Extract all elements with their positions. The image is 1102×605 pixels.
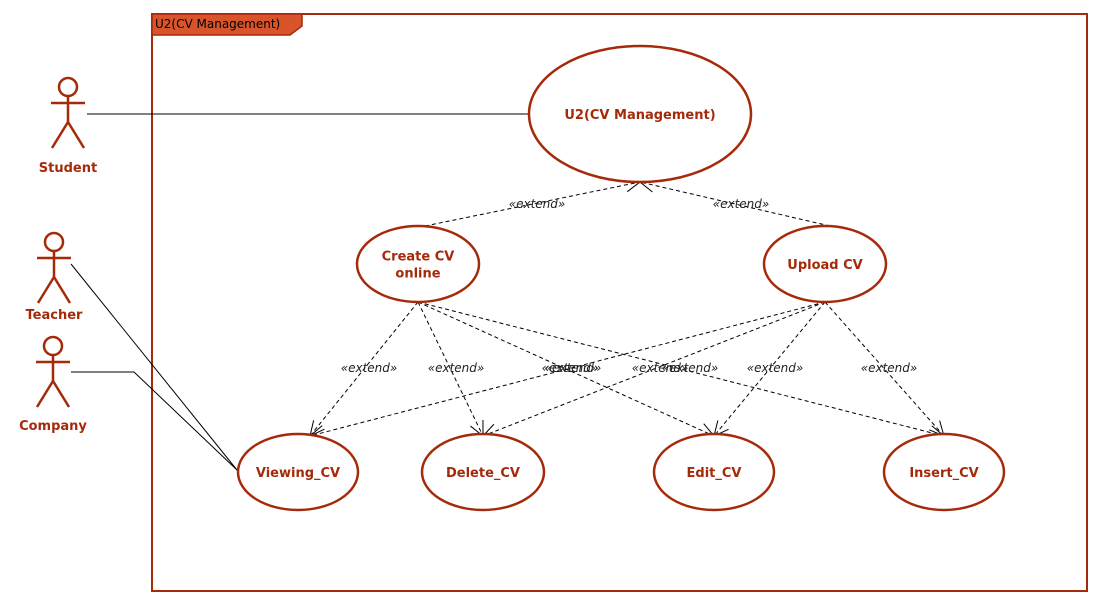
extend-label-upload-main: «extend» — [713, 197, 770, 211]
use-case-main[interactable]: U2(CV Management) — [527, 44, 753, 184]
actor-leg-left — [35, 380, 55, 408]
extend-label-create-viewing: «extend» — [341, 361, 398, 375]
extend-label-upload-viewing: «extend» — [545, 361, 602, 375]
use-case-label: Insert_CV — [909, 466, 978, 481]
actor-leg-right — [51, 380, 71, 408]
use-case-viewing[interactable]: Viewing_CV — [236, 432, 360, 512]
system-frame — [151, 13, 1088, 592]
extend-create-delete — [417, 301, 484, 437]
association-company-viewing — [71, 371, 238, 471]
use-case-label: Upload CV — [787, 258, 862, 273]
use-case-ellipse — [882, 432, 1006, 512]
use-case-delete[interactable]: Delete_CV — [420, 432, 546, 512]
extend-label-upload-insert: «extend» — [861, 361, 918, 375]
extend-label-upload-edit: «extend» — [747, 361, 804, 375]
use-case-label: online — [395, 267, 440, 282]
frame-tab — [151, 13, 303, 36]
use-case-label: Delete_CV — [446, 466, 520, 481]
use-case-ellipse — [762, 224, 888, 304]
use-case-label: U2(CV Management) — [564, 108, 715, 123]
extend-label-create-main: «extend» — [509, 197, 566, 211]
actor-head-icon — [57, 76, 79, 98]
use-case-label: Viewing_CV — [256, 466, 340, 481]
use-case-upload[interactable]: Upload CV — [762, 224, 888, 304]
actor-leg-right — [66, 121, 86, 149]
extend-upload-main — [639, 181, 831, 227]
extend-label-create-edit: «extend» — [542, 361, 599, 375]
actor-label: Company — [19, 419, 87, 434]
extend-upload-edit — [713, 301, 826, 437]
use-case-create[interactable]: Create CV online — [355, 224, 481, 304]
extend-create-main — [424, 181, 641, 227]
extend-upload-insert — [824, 301, 945, 437]
use-case-label: Create CV — [382, 250, 455, 265]
edges-layer — [70, 113, 946, 471]
use-case-ellipse — [652, 432, 776, 512]
actor-leg-right — [52, 276, 72, 304]
extend-label-create-delete: «extend» — [428, 361, 485, 375]
actor-leg-left — [50, 121, 70, 149]
actor-label: Teacher — [26, 308, 84, 323]
nodes-layer: U2(CV Management) Create CV online Upload C… — [19, 44, 1006, 512]
extend-label-upload-delete: «extend» — [632, 361, 689, 375]
use-case-edit[interactable]: Edit_CV — [652, 432, 776, 512]
use-case-ellipse — [527, 44, 753, 184]
association-teacher-viewing — [70, 263, 238, 471]
extend-upload-viewing — [309, 301, 826, 437]
actor-head-icon — [42, 335, 64, 357]
frame-label: U2(CV Management) — [155, 17, 280, 31]
actor-student[interactable]: Student — [39, 76, 97, 176]
extend-create-viewing — [309, 301, 419, 437]
actor-head-icon — [43, 231, 65, 253]
extend-label-create-insert: «extend» — [662, 361, 719, 375]
use-case-ellipse — [355, 224, 481, 304]
extend-upload-delete — [482, 301, 826, 437]
use-case-insert[interactable]: Insert_CV — [882, 432, 1006, 512]
actor-company[interactable]: Company — [19, 335, 87, 434]
use-case-label: Edit_CV — [687, 466, 742, 481]
labels-layer: «extend»«extend»«extend»«extend»«extend»… — [341, 197, 918, 375]
use-case-ellipse — [236, 432, 360, 512]
actor-teacher[interactable]: Teacher — [26, 231, 84, 323]
actor-label: Student — [39, 161, 97, 176]
use-case-ellipse — [420, 432, 546, 512]
actor-leg-left — [36, 276, 56, 304]
